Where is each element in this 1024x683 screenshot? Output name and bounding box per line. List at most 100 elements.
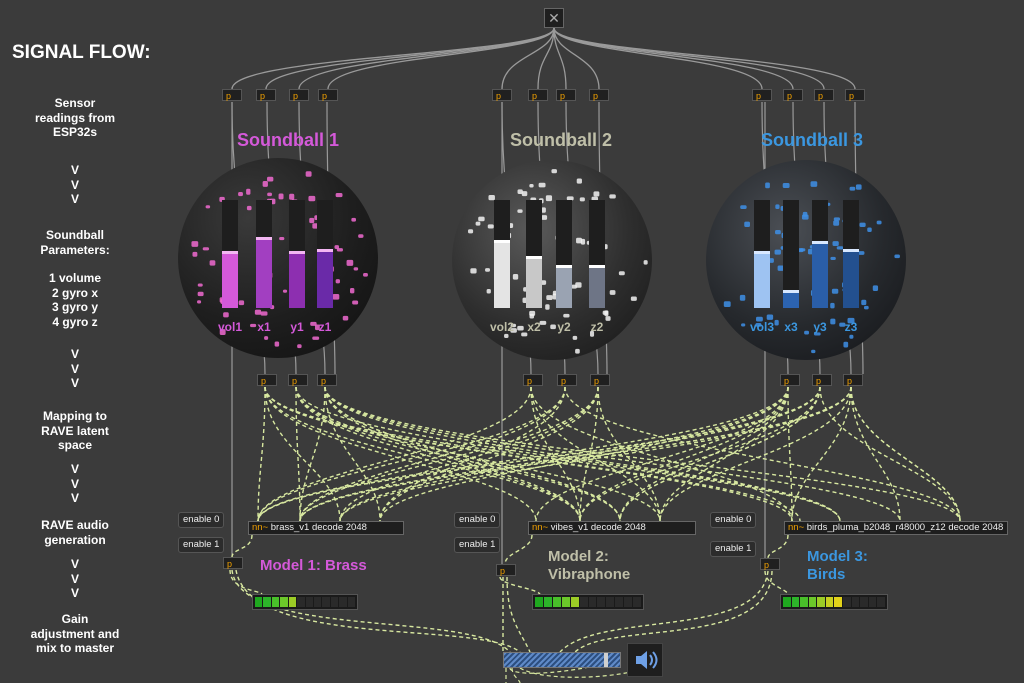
flow-arrows-3: V V V [10,462,140,506]
model-2-gain-p[interactable]: p [496,564,516,576]
soundball-1-input-p-4[interactable]: p [318,89,338,101]
model-3-nn-object[interactable]: nn~ birds_pluma_b2048_r48000_z12 decode … [784,521,1008,535]
meter-segment [339,597,346,607]
mapping-label: Mapping to RAVE latent space [10,409,140,453]
control-cord [328,28,554,89]
soundball-3-slider-z3[interactable] [843,200,859,308]
signal-cord [300,387,598,521]
soundball-2-input-p-4[interactable]: p [589,89,609,101]
signal-cord [768,535,788,558]
slider-knob[interactable] [222,251,238,254]
slider-knob[interactable] [556,265,572,268]
slider-knob[interactable] [589,265,605,268]
control-cord [554,28,824,89]
signal-cord [258,387,565,521]
soundball-3-input-p-1[interactable]: p [752,89,772,101]
soundball-2-slider-vol2[interactable] [494,200,510,308]
signal-cord [258,387,820,521]
model-1-enable-1-message[interactable]: enable 1 [178,537,224,553]
soundball-1-input-p-2[interactable]: p [256,89,276,101]
soundball-2-input-p-1[interactable]: p [492,89,512,101]
soundball-2-slider-y2[interactable] [556,200,572,308]
soundball-3-slider-y3[interactable] [812,200,828,308]
model-2-enable-0-message[interactable]: enable 0 [454,512,500,528]
soundball-3-input-p-2[interactable]: p [783,89,803,101]
soundball-1-input-p-3[interactable]: p [289,89,309,101]
signal-cord [620,387,788,521]
slider-knob[interactable] [812,241,828,244]
model-1-enable-0-message[interactable]: enable 0 [178,512,224,528]
meter-segment [289,597,296,607]
slider-knob[interactable] [317,249,333,252]
signal-cord [265,387,536,521]
model-3-enable-1-message[interactable]: enable 1 [710,541,756,557]
speaker-icon[interactable] [627,643,663,677]
model-1-title: Model 1: Brass [260,557,367,575]
soundball-3-map-p-2[interactable]: p [812,374,832,386]
signal-cord [851,387,960,521]
soundball-1-map-p-1[interactable]: p [257,374,277,386]
signal-cord [598,387,660,521]
soundball-1-map-p-2[interactable]: p [288,374,308,386]
slider-knob[interactable] [843,249,859,252]
soundball-3-input-p-4[interactable]: p [845,89,865,101]
gain-knob[interactable] [604,653,608,667]
soundball-1-slider-z1[interactable] [317,200,333,308]
soundball-3-slider-vol3[interactable] [754,200,770,308]
meter-segment [843,597,851,607]
slider-fill [526,259,542,308]
master-gain-slider[interactable] [503,652,621,668]
slider-fill [222,254,238,308]
signal-cord [660,387,851,521]
soundball-2-map-p-2[interactable]: p [557,374,577,386]
flow-arrows-1: V V V [10,163,140,207]
slider-fill [317,252,333,308]
meter-segment [852,597,860,607]
soundball-2-input-p-2[interactable]: p [528,89,548,101]
slider-knob[interactable] [754,251,770,254]
slider-knob[interactable] [494,240,510,243]
signal-cord [505,535,532,564]
signal-flow-title: SIGNAL FLOW: [12,42,151,64]
model-3-enable-0-message[interactable]: enable 0 [710,512,756,528]
meter-segment [571,597,579,607]
signal-cord [300,387,565,521]
soundball-2-slider-x2[interactable] [526,200,542,308]
slider-knob[interactable] [526,256,542,259]
model-3-gain-p[interactable]: p [760,558,780,570]
slider-knob[interactable] [289,251,305,254]
soundball-1-input-p-1[interactable]: p [222,89,242,101]
slider-knob[interactable] [256,237,272,240]
signal-cord [820,387,960,521]
signal-cord [500,577,540,594]
soundball-1-slider-y1[interactable] [289,200,305,308]
model-2-enable-1-message[interactable]: enable 1 [454,537,500,553]
signal-cord [265,387,580,521]
slider-knob[interactable] [783,290,799,293]
meter-segment [809,597,817,607]
soundball-3-map-p-1[interactable]: p [780,374,800,386]
model-2-nn-object[interactable]: nn~ vibes_v1 decode 2048 [528,521,696,535]
close-icon[interactable]: ✕ [544,8,564,28]
meter-segment [826,597,834,607]
model-1-gain-p[interactable]: p [223,557,243,569]
soundball-2-map-p-1[interactable]: p [523,374,543,386]
meter-segment [800,597,808,607]
signal-cord [380,387,598,521]
signal-cord [520,668,640,677]
soundball-1-slider-vol1[interactable] [222,200,238,308]
signal-cord [620,387,820,521]
signal-cord [580,387,598,521]
signal-cord [265,387,792,521]
soundball-2-input-p-3[interactable]: p [556,89,576,101]
signal-cord [507,577,530,652]
soundball-1-slider-x1[interactable] [256,200,272,308]
soundball-3-input-p-3[interactable]: p [814,89,834,101]
soundball-3-map-p-3[interactable]: p [843,374,863,386]
soundball-1-map-p-3[interactable]: p [317,374,337,386]
soundball-2-map-p-3[interactable]: p [590,374,610,386]
soundball-2-slider-z2[interactable] [589,200,605,308]
meter-segment [869,597,877,607]
model-1-nn-object[interactable]: nn~ brass_v1 decode 2048 [248,521,404,535]
soundball-3-slider-x3[interactable] [783,200,799,308]
